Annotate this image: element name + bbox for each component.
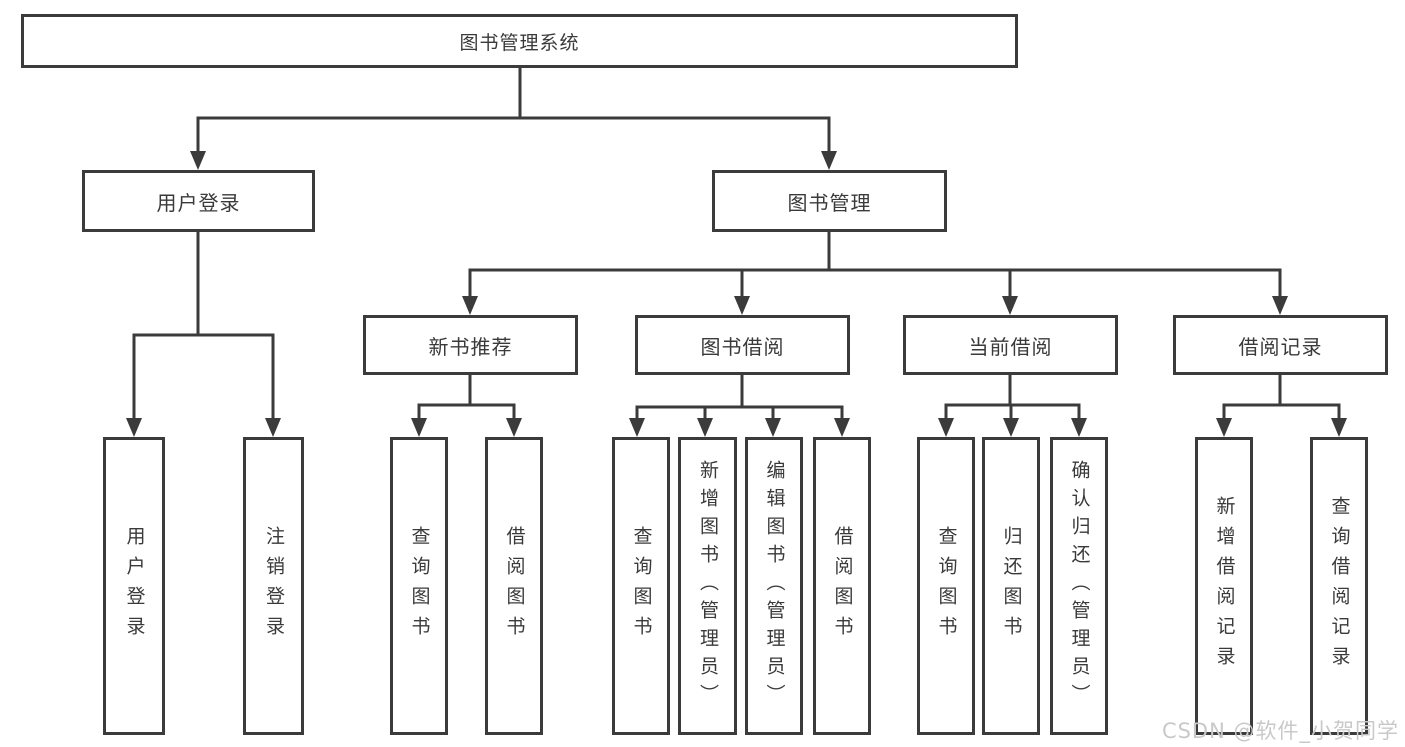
node-book-management: 图书管理 [712,170,947,232]
leaf-bb-query-books: 查询图书 [612,437,670,735]
leaf-logout: 注销登录 [243,437,304,735]
node-user-login: 用户登录 [82,170,315,232]
csdn-watermark: CSDN @软件_小贺同学 [1161,719,1399,743]
node-new-book-recommendation: 新书推荐 [363,315,578,375]
leaf-bb-edit-book-admin: 编辑图书（管理员） [745,437,803,735]
leaf-nbr-borrow-books: 借阅图书 [485,437,543,735]
node-current-borrowing: 当前借阅 [903,315,1118,375]
leaf-bb-borrow-books: 借阅图书 [813,437,871,735]
leaf-cb-query-books: 查询图书 [917,437,975,735]
leaf-br-query-borrow-record: 查询借阅记录 [1310,437,1368,735]
leaf-bb-add-book-admin: 新增图书（管理员） [678,437,737,735]
leaf-nbr-query-books: 查询图书 [390,437,448,735]
leaf-cb-return-books: 归还图书 [982,437,1040,735]
leaf-cb-confirm-return-admin: 确认归还（管理员） [1050,437,1108,735]
node-book-management-system: 图书管理系统 [21,14,1018,68]
leaf-user-login: 用户登录 [103,437,165,735]
node-book-borrowing: 图书借阅 [635,315,850,375]
node-borrowing-records: 借阅记录 [1173,315,1388,375]
leaf-br-add-borrow-record: 新增借阅记录 [1195,437,1253,735]
